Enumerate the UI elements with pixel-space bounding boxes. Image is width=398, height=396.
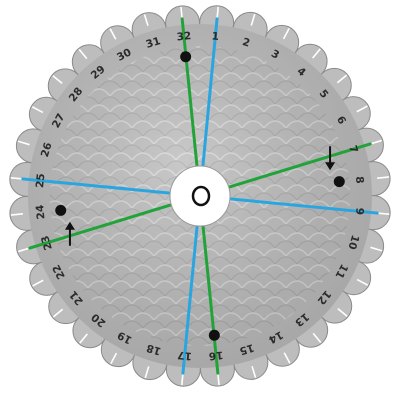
slot-label-17: 17 <box>177 349 193 362</box>
slot-label-32: 32 <box>176 30 192 43</box>
slot-label-25: 25 <box>34 173 47 189</box>
slot-label-8: 8 <box>353 176 366 184</box>
slot-label-9: 9 <box>353 207 366 215</box>
slot-label-24: 24 <box>34 204 47 220</box>
dot-marker-slot-32 <box>180 51 191 62</box>
center-hole <box>170 166 230 226</box>
slot-label-1: 1 <box>211 30 219 43</box>
slot-label-16: 16 <box>208 348 224 361</box>
braid-center-knot <box>193 187 209 205</box>
dot-marker-slot-16 <box>209 330 220 341</box>
dot-marker-slot-8 <box>334 176 345 187</box>
dot-marker-slot-24 <box>55 205 66 216</box>
